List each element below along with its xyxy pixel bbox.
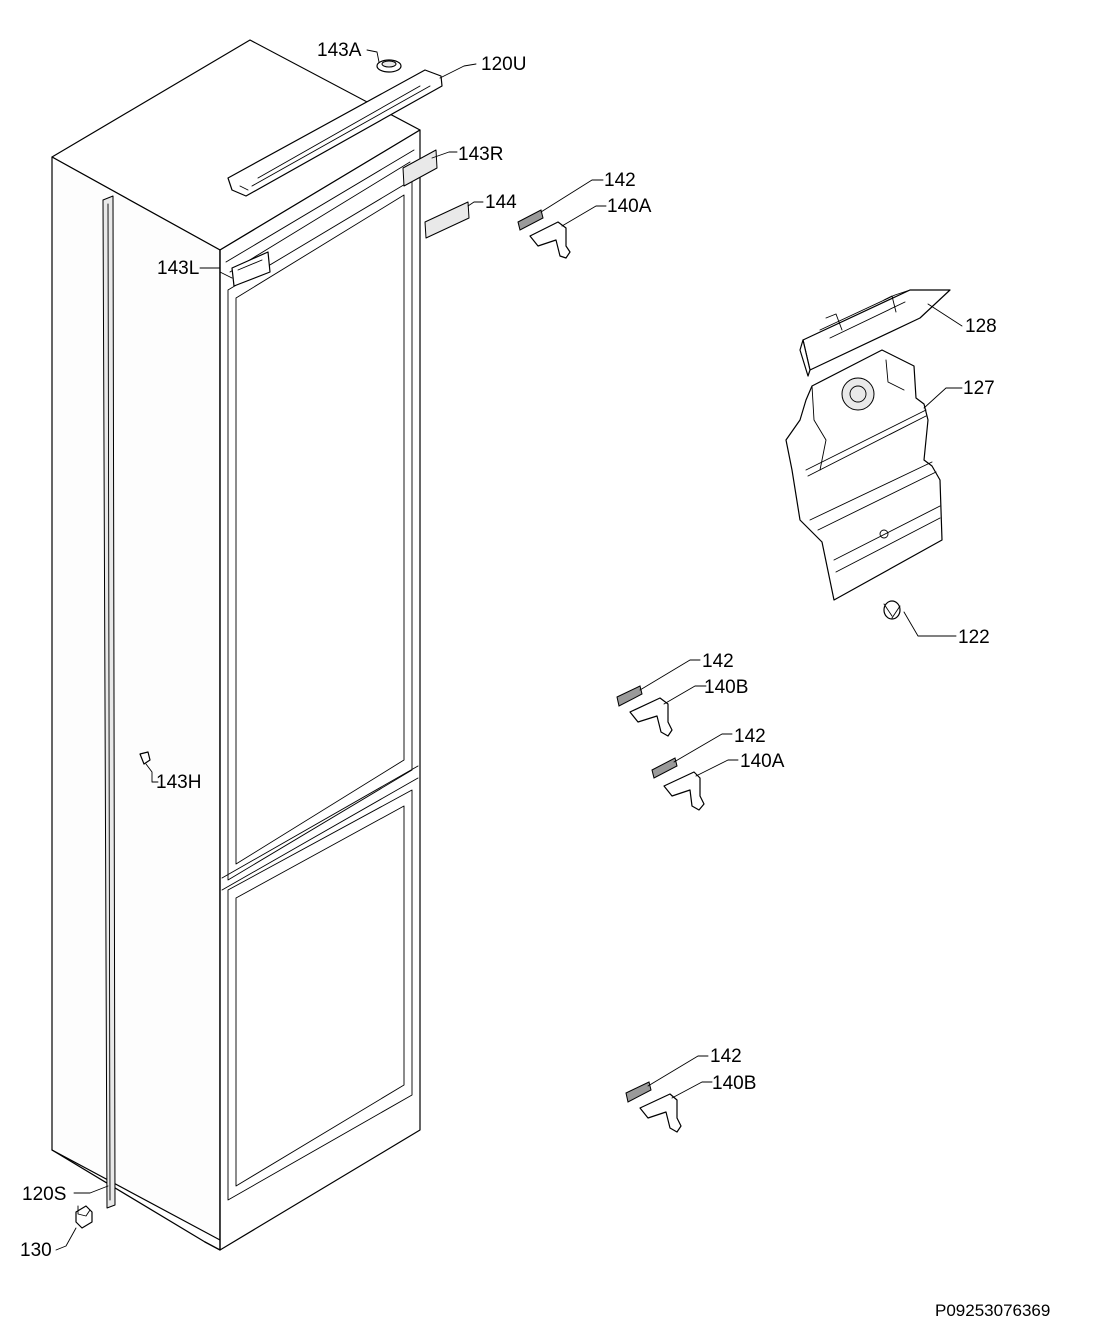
label-120S: 120S — [22, 1184, 66, 1205]
label-130: 130 — [20, 1240, 52, 1261]
label-140A-lower: 140A — [740, 751, 785, 772]
label-143H: 143H — [156, 772, 201, 793]
part-144-pad — [424, 201, 470, 239]
label-140B-bottom: 140B — [712, 1073, 756, 1094]
label-142-upper: 142 — [604, 170, 636, 191]
part-130-foot — [75, 1205, 93, 1229]
part-122-screw — [883, 600, 901, 620]
drawing-reference-number: P09253076369 — [935, 1301, 1050, 1320]
hinge-set-mid — [616, 685, 673, 737]
hinge-set-upper — [517, 209, 571, 259]
label-143R: 143R — [458, 144, 503, 165]
cabinet-door-assembly — [51, 39, 421, 1251]
callout-labels: 143A 120U 143R 144 142 140A 143L 128 127… — [20, 40, 997, 1261]
part-143R-cover — [402, 149, 438, 187]
part-143A-cap — [376, 59, 402, 73]
label-122: 122 — [958, 627, 990, 648]
label-128: 128 — [965, 316, 997, 337]
leader-lines — [55, 49, 963, 1251]
label-143L: 143L — [157, 258, 199, 279]
label-140A-upper: 140A — [607, 196, 652, 217]
hinge-set-lower — [651, 757, 705, 811]
part-143H-screw — [139, 751, 151, 765]
part-143L-cover — [231, 251, 271, 287]
label-127: 127 — [963, 378, 995, 399]
part-128-cover — [799, 289, 951, 377]
label-143A: 143A — [317, 40, 362, 61]
label-142-mid: 142 — [702, 651, 734, 672]
part-120U-top-rail — [227, 69, 443, 197]
label-120U: 120U — [481, 54, 526, 75]
hinge-set-bottom — [625, 1081, 682, 1133]
label-140B-mid: 140B — [704, 677, 748, 698]
label-142-lower: 142 — [734, 726, 766, 747]
label-144: 144 — [485, 192, 517, 213]
label-142-bottom: 142 — [710, 1046, 742, 1067]
part-127-housing — [785, 349, 943, 601]
